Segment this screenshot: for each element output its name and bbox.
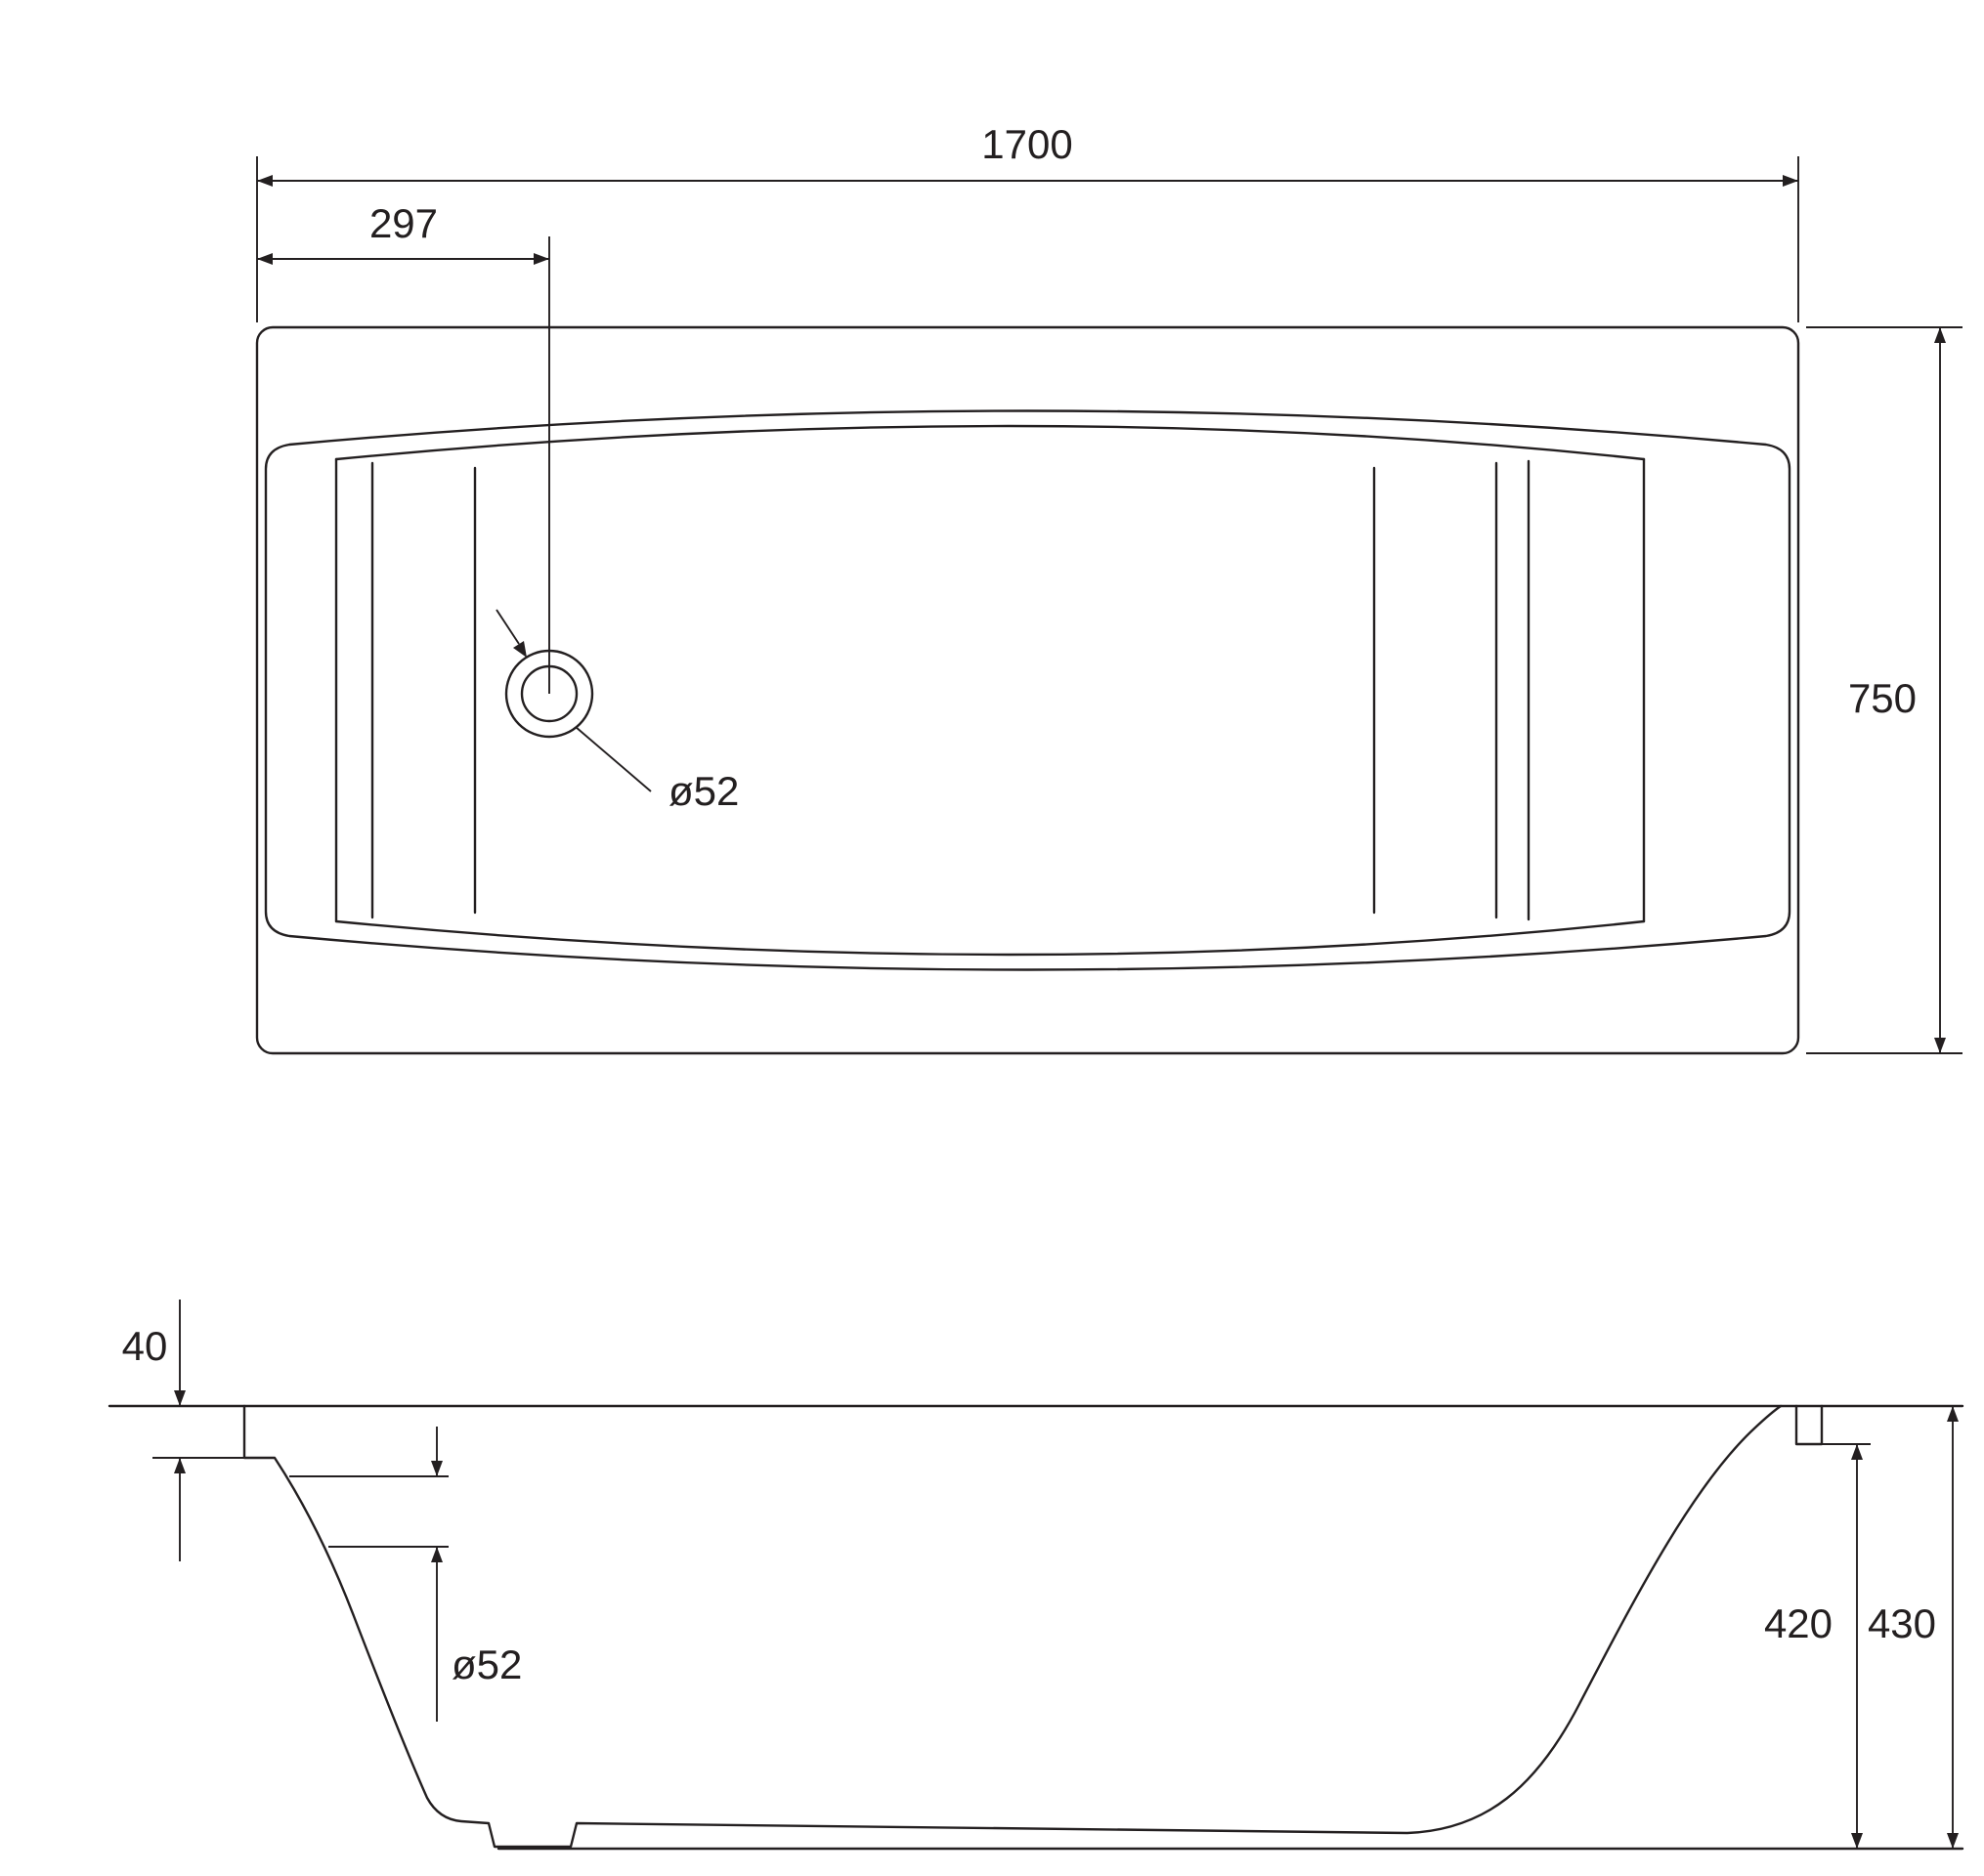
arrowhead-left (257, 253, 273, 265)
inner-contour-arc-bottom (334, 919, 1646, 957)
arrowhead-right (1783, 175, 1798, 187)
arrowhead-up (174, 1458, 186, 1473)
arrowhead-up (1947, 1406, 1959, 1422)
side-view: 40 ø52 420 430 (108, 1300, 1964, 1851)
dim-label-drain-diameter: ø52 (669, 768, 739, 814)
arrowhead-down (431, 1461, 443, 1476)
dim-drain-offset: 297 (257, 200, 550, 694)
dim-label-overall-depth: 750 (1848, 675, 1917, 721)
dim-drain-diameter-plan: ø52 (496, 609, 739, 814)
dim-label-rim-edge: 40 (122, 1323, 168, 1369)
dim-overall-depth: 750 (1806, 326, 1962, 1054)
leader-line (575, 726, 652, 792)
leader-line (496, 609, 520, 645)
tub-plan-inner-rim (264, 409, 1791, 971)
dim-label-drain-offset: 297 (369, 200, 438, 246)
arrowhead-up (1851, 1444, 1863, 1460)
arrowhead-up (1934, 327, 1946, 343)
tub-plan-outline (255, 325, 1800, 1055)
dim-label-inner-depth: 420 (1764, 1600, 1833, 1646)
arrowhead-up (431, 1547, 443, 1562)
dim-inner-depth: 420 (1764, 1443, 1871, 1849)
arrowhead-down (1934, 1038, 1946, 1053)
arrowhead-down (1947, 1833, 1959, 1849)
dim-drain-diameter-section: ø52 (289, 1427, 522, 1722)
arrowhead-down (1851, 1833, 1863, 1849)
arrowhead-right (534, 253, 549, 265)
top-view: 1700 297 ø52 750 (255, 121, 1962, 1055)
inner-contour-arc-top (334, 424, 1646, 461)
tub-section-profile (242, 1404, 1783, 1849)
dim-label-overall-width: 1700 (981, 121, 1072, 167)
dim-overall-width: 1700 (256, 121, 1799, 322)
arrowhead-left (257, 175, 273, 187)
dim-label-drain-diameter-section: ø52 (452, 1642, 522, 1687)
dim-rim-edge: 40 (122, 1300, 244, 1561)
arrowhead-down (174, 1390, 186, 1406)
end-wall-contour-lines (334, 457, 1646, 923)
dim-label-overall-height: 430 (1868, 1600, 1936, 1646)
leader-arrowhead (513, 641, 527, 658)
right-rim-lip (1794, 1404, 1824, 1446)
dim-overall-height: 430 (1868, 1406, 1959, 1849)
